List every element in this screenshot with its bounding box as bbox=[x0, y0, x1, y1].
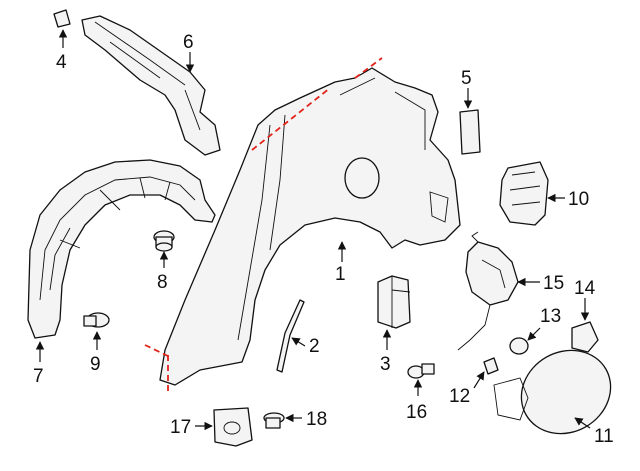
cut-lines bbox=[144, 57, 383, 395]
part-9-clip[interactable] bbox=[83, 312, 110, 328]
part-10-housing[interactable] bbox=[499, 161, 549, 226]
part-6-brace[interactable] bbox=[81, 15, 221, 156]
part-5-pad[interactable] bbox=[459, 109, 481, 155]
part-2-moulding[interactable] bbox=[276, 299, 305, 373]
part-12-clip[interactable] bbox=[483, 357, 499, 375]
callout-9: 9 bbox=[90, 354, 101, 375]
leaders bbox=[35, 29, 591, 431]
part-11-fuel-door[interactable] bbox=[493, 334, 626, 449]
part-3-block[interactable] bbox=[377, 275, 411, 329]
part-1-quarter-panel[interactable] bbox=[159, 67, 461, 386]
part-16-screw[interactable] bbox=[407, 363, 435, 379]
callout-16: 16 bbox=[406, 402, 427, 423]
callout-7: 7 bbox=[33, 366, 44, 387]
callout-17: 17 bbox=[170, 417, 191, 438]
callout-10: 10 bbox=[568, 189, 589, 210]
part-4-clip[interactable] bbox=[53, 9, 71, 28]
callout-18: 18 bbox=[306, 409, 327, 430]
callout-13: 13 bbox=[540, 306, 561, 327]
callout-4: 4 bbox=[56, 52, 67, 73]
part-15-bracket[interactable] bbox=[457, 231, 519, 351]
callout-12: 12 bbox=[449, 386, 470, 407]
callout-1: 1 bbox=[335, 264, 346, 285]
callout-5: 5 bbox=[461, 68, 472, 89]
callout-14: 14 bbox=[574, 278, 596, 299]
callouts: 4 6 5 1 10 8 9 7 2 3 15 14 13 12 16 11 1… bbox=[33, 32, 614, 447]
part-8-grommet[interactable] bbox=[153, 230, 175, 252]
part-14-actuator[interactable] bbox=[571, 321, 599, 353]
part-7-liner[interactable] bbox=[27, 159, 216, 339]
part-17-plate[interactable] bbox=[213, 407, 253, 447]
part-18-clip[interactable] bbox=[263, 412, 285, 429]
callout-15: 15 bbox=[543, 273, 564, 294]
callout-2: 2 bbox=[309, 336, 320, 357]
callout-3: 3 bbox=[380, 354, 391, 375]
callout-6: 6 bbox=[183, 32, 194, 53]
callout-8: 8 bbox=[157, 272, 168, 293]
callout-11: 11 bbox=[594, 426, 614, 447]
part-13-bumper[interactable] bbox=[509, 337, 529, 355]
